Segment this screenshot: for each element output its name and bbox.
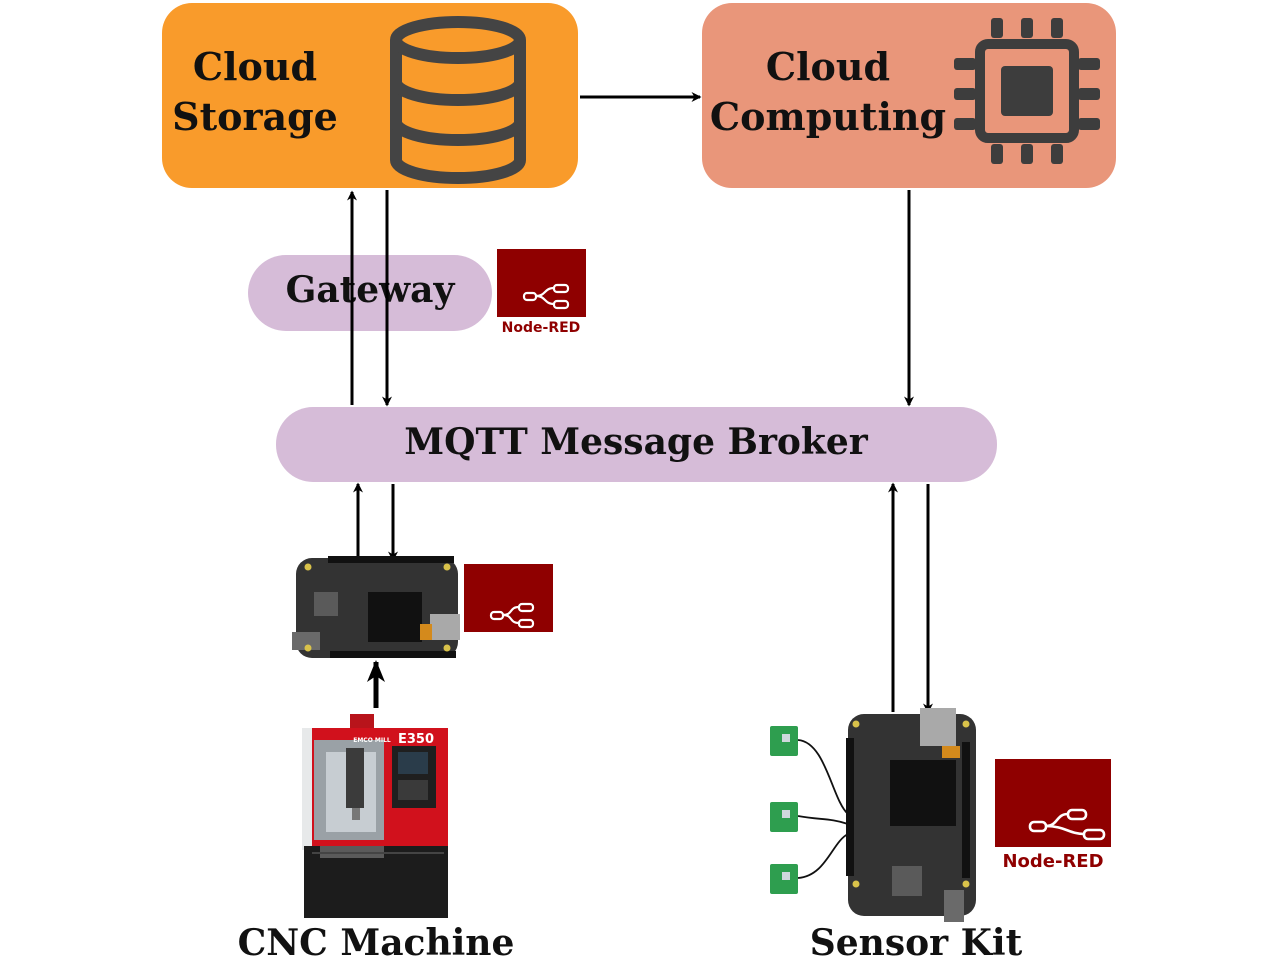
node-red-flow-icon	[489, 602, 535, 629]
mqtt-broker-pill	[276, 407, 997, 482]
node-red-label-cnc: Node-RED	[470, 635, 549, 651]
cloud-computing-label-line2: Computing	[710, 94, 946, 139]
cloud-storage-node: Cloud Storage	[162, 3, 578, 188]
sensor-kit-caption: Sensor Kit	[810, 922, 1023, 960]
cloud-storage-label-line2: Storage	[172, 94, 338, 139]
cnc-machine-caption: CNC Machine	[238, 922, 515, 960]
cnc-board	[292, 556, 460, 658]
node-red-flow-icon	[1028, 808, 1106, 841]
connectors	[347, 92, 933, 714]
gateway-label: Gateway	[286, 269, 456, 311]
cloud-computing-node: Cloud Computing	[702, 3, 1116, 188]
node-red-badge-sensor: Node-RED	[995, 759, 1111, 872]
mqtt-broker-node: MQTT Message Broker	[276, 407, 997, 482]
cloud-storage-label-line1: Cloud	[193, 44, 317, 89]
database-icon	[390, 16, 526, 184]
sensor-module-3	[770, 864, 798, 894]
mqtt-broker-label: MQTT Message Broker	[404, 421, 869, 463]
cnc-model-label: E350	[398, 732, 434, 747]
gateway-pill	[248, 255, 492, 331]
node-red-label-gateway: Node-RED	[502, 320, 581, 336]
sensor-kit-board	[846, 708, 976, 922]
cpu-chip-icon	[954, 18, 1100, 164]
sensor-module-2	[770, 802, 798, 832]
cnc-machine-image: E350 EMCO MILL	[302, 714, 448, 918]
node-red-label-sensor: Node-RED	[1002, 851, 1103, 872]
node-red-flow-icon	[522, 283, 570, 310]
sensor-wires	[797, 739, 849, 879]
gateway-node: Gateway	[248, 255, 492, 331]
node-red-badge-gateway: Node-RED	[497, 249, 586, 336]
node-red-badge-cnc: Node-RED	[464, 564, 553, 651]
sensor-module-1	[770, 726, 798, 756]
cnc-brand-label: EMCO MILL	[353, 737, 391, 744]
cloud-computing-label-line1: Cloud	[766, 44, 890, 89]
